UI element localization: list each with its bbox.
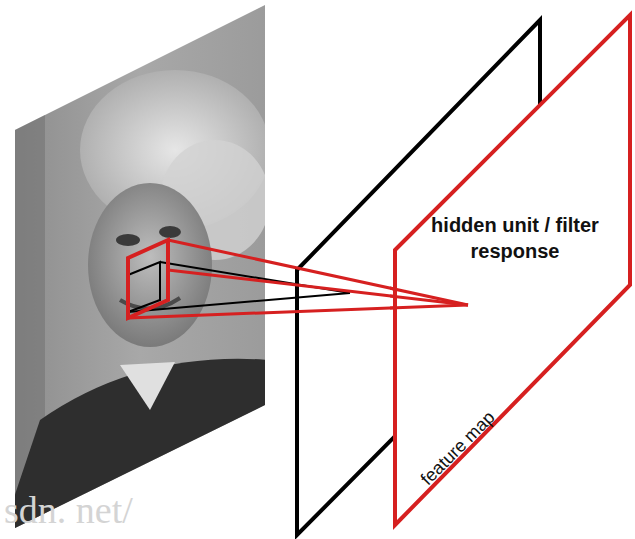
- receptive-field-highlight: [128, 240, 168, 318]
- feature-map-outline: [390, 8, 635, 533]
- projection-line: [390, 305, 468, 318]
- input-image: [0, 0, 280, 539]
- unit-label: hidden unit / filter response: [430, 212, 600, 264]
- projection-line: [390, 270, 468, 305]
- projection-line: [160, 262, 350, 293]
- projection-line: [390, 240, 468, 305]
- feature-map: hidden unit / filter responsefeature map: [390, 8, 635, 533]
- watermark: sdn. net/: [4, 488, 133, 532]
